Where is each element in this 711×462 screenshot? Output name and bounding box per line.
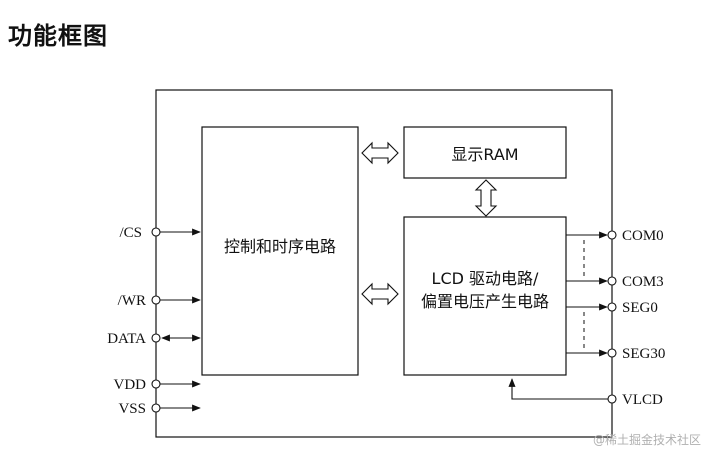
pin-seg0: SEG0 [566,300,658,316]
pin-com0: COM0 [566,228,664,244]
bus-arrow-ram-driver [474,179,498,217]
watermark: @稀土掘金技术社区 [592,433,701,447]
display-ram-label: 显示RAM [451,145,518,164]
pin-com3-label: COM3 [622,274,664,290]
chip-outline [155,89,613,438]
pin-vss-label: VSS [118,401,146,417]
pin-data: DATA [107,331,201,347]
lcd-driver-label-line1: LCD 驱动电路/ [432,269,539,288]
pin-vlcd: VLCD [508,378,663,408]
pin-vdd-label: VDD [114,377,147,393]
page-title: 功能框图 [8,22,108,50]
pin-com3: COM3 [566,274,664,290]
bus-arrow-control-ram [361,141,399,165]
display-ram-block [403,126,567,179]
lcd-driver-label-line2: 偏置电压产生电路 [421,292,549,311]
pin-vdd: VDD [114,377,201,393]
pin-seg30: SEG30 [566,346,665,362]
pin-cs-label: /CS [119,225,142,241]
control-timing-block [201,126,359,376]
pin-vss: VSS [118,401,201,417]
pin-data-label: DATA [107,331,146,347]
control-timing-label: 控制和时序电路 [224,237,336,256]
pin-seg0-label: SEG0 [622,300,658,316]
pin-com0-label: COM0 [622,228,664,244]
pin-wr-label: /WR [118,293,146,309]
pin-wr: /WR [118,293,201,309]
pin-cs: /CS [119,225,201,241]
pin-vlcd-label: VLCD [622,392,663,408]
lcd-driver-block [403,216,567,376]
bus-arrow-control-driver [361,282,399,306]
pin-seg30-label: SEG30 [622,346,665,362]
